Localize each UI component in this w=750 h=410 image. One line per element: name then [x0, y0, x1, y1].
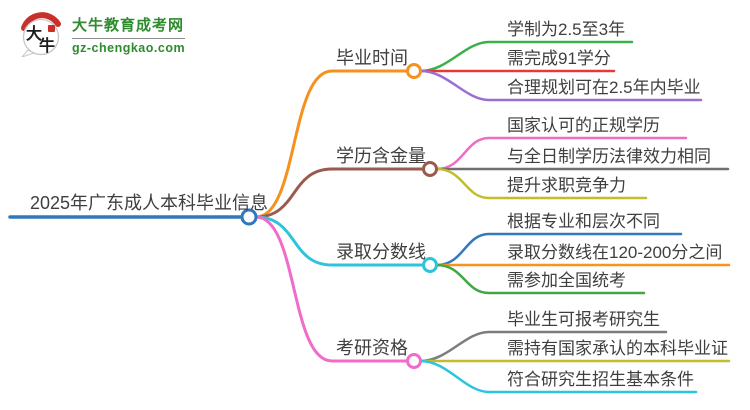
leaf-label: 与全日制学历法律效力相同 [507, 147, 711, 166]
logo-site-url: gz-chengkao.com [72, 40, 186, 55]
branch-label: 毕业时间 [336, 48, 408, 68]
leaf-label: 符合研究生招生基本条件 [507, 370, 694, 389]
root-topic-label: 2025年广东成人本科毕业信息 [30, 193, 269, 213]
logo-red-seal [48, 25, 55, 32]
branch-label: 学历含金量 [336, 146, 426, 166]
leaf-connector-underline [435, 232, 683, 267]
logo-char-da: 大 [26, 24, 42, 43]
branch-label: 录取分数线 [336, 242, 426, 262]
root-node-circle [240, 208, 258, 226]
logo-char-niu: 牛 [39, 36, 55, 55]
leaf-label: 毕业生可报考研究生 [507, 310, 660, 329]
logo-red-arc [21, 12, 61, 31]
leaf-label: 合理规划可在2.5年内毕业 [507, 78, 701, 97]
branch-connector [254, 69, 409, 219]
leaf-connector-underline [435, 263, 646, 295]
leaf-connector-underline [419, 69, 703, 102]
branch-connector [254, 215, 409, 363]
leaf-label: 学制为2.5至3年 [507, 20, 626, 39]
branch-connector [254, 215, 425, 267]
leaf-label: 提升求职竞争力 [507, 176, 626, 195]
daniu-logo-icon: 大 牛 [21, 12, 61, 57]
logo-text-block: 大牛教育成考网 gz-chengkao.com [72, 14, 186, 55]
branch-node-circle [406, 63, 422, 79]
site-logo: 大 牛 大牛教育成考网 gz-chengkao.com [18, 11, 186, 57]
branch-connector [254, 167, 425, 219]
leaf-label: 录取分数线在120-200分之间 [507, 243, 723, 262]
logo-site-name: 大牛教育成考网 [72, 14, 186, 39]
leaf-label: 需持有国家承认的本科毕业证 [507, 339, 728, 358]
branch-node-circle [406, 353, 422, 369]
leaf-label: 需完成91学分 [507, 49, 611, 68]
leaf-connector-underline [435, 167, 648, 200]
leaf-label: 根据专业和层次不同 [507, 212, 660, 231]
branch-node-circle [422, 257, 438, 273]
logo-bubble-tail [21, 49, 36, 57]
leaf-label: 国家认可的正规学历 [507, 116, 660, 135]
branch-label: 考研资格 [336, 338, 408, 358]
leaf-label: 需参加全国统考 [507, 271, 626, 290]
leaf-connector-underline [419, 359, 698, 394]
branch-node-circle [422, 161, 438, 177]
leaf-connector-underline [435, 136, 688, 171]
